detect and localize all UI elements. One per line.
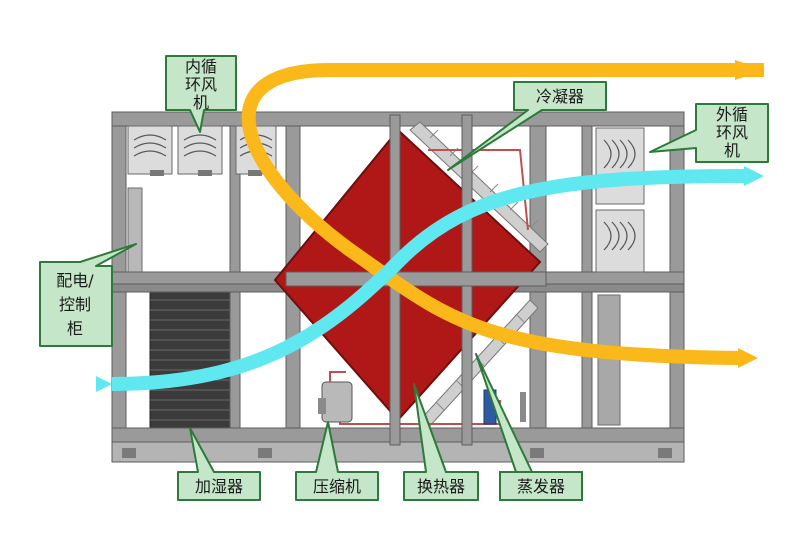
label-control-cabinet-line2: 控制 xyxy=(59,295,91,314)
humidifier-media xyxy=(149,291,233,433)
label-inner-fan-line1: 内循 xyxy=(185,57,217,76)
callout-compressor: 压缩机 xyxy=(295,421,379,501)
airflow-orange xyxy=(241,60,765,368)
outer-circulation-fans xyxy=(595,127,645,273)
label-inner-fan-line2: 环风 xyxy=(185,75,217,94)
cyan-arrow-tail xyxy=(96,376,112,392)
cyan-arrow-head xyxy=(744,166,764,186)
compressor xyxy=(318,371,353,423)
label-evaporator: 蒸发器 xyxy=(517,477,565,496)
callout-evaporator: 蒸发器 xyxy=(475,353,583,501)
callout-control-cabinet: 配电/ 控制 柜 xyxy=(39,243,137,347)
airflow-cyan xyxy=(96,166,764,392)
humidifier-texture xyxy=(150,299,232,421)
base-feet xyxy=(122,448,672,458)
label-heat-exchanger: 换热器 xyxy=(417,477,465,496)
callout-humidifier: 加湿器 xyxy=(177,427,261,501)
callout-heat-exchanger: 换热器 xyxy=(403,383,479,501)
callout-condenser: 冷凝器 xyxy=(447,81,607,171)
callout-outer-fan: 外循 环风 机 xyxy=(649,103,769,163)
label-inner-fan-line3: 机 xyxy=(193,93,209,112)
label-humidifier: 加湿器 xyxy=(195,477,243,496)
right-side-panel xyxy=(597,294,621,426)
label-control-cabinet-line3: 柜 xyxy=(67,319,83,338)
label-compressor: 压缩机 xyxy=(313,477,361,496)
callout-inner-fan: 内循 环风 机 xyxy=(165,55,237,133)
label-outer-fan-line3: 机 xyxy=(724,141,740,160)
label-outer-fan-line1: 外循 xyxy=(716,105,748,124)
label-outer-fan-line2: 环风 xyxy=(716,123,748,142)
orange-arrow-head-out xyxy=(738,348,758,368)
orange-arrow-tail xyxy=(742,63,764,77)
label-control-cabinet-line1: 配电/ xyxy=(56,271,94,290)
label-condenser: 冷凝器 xyxy=(536,87,584,106)
control-cabinet-panel xyxy=(127,187,143,277)
